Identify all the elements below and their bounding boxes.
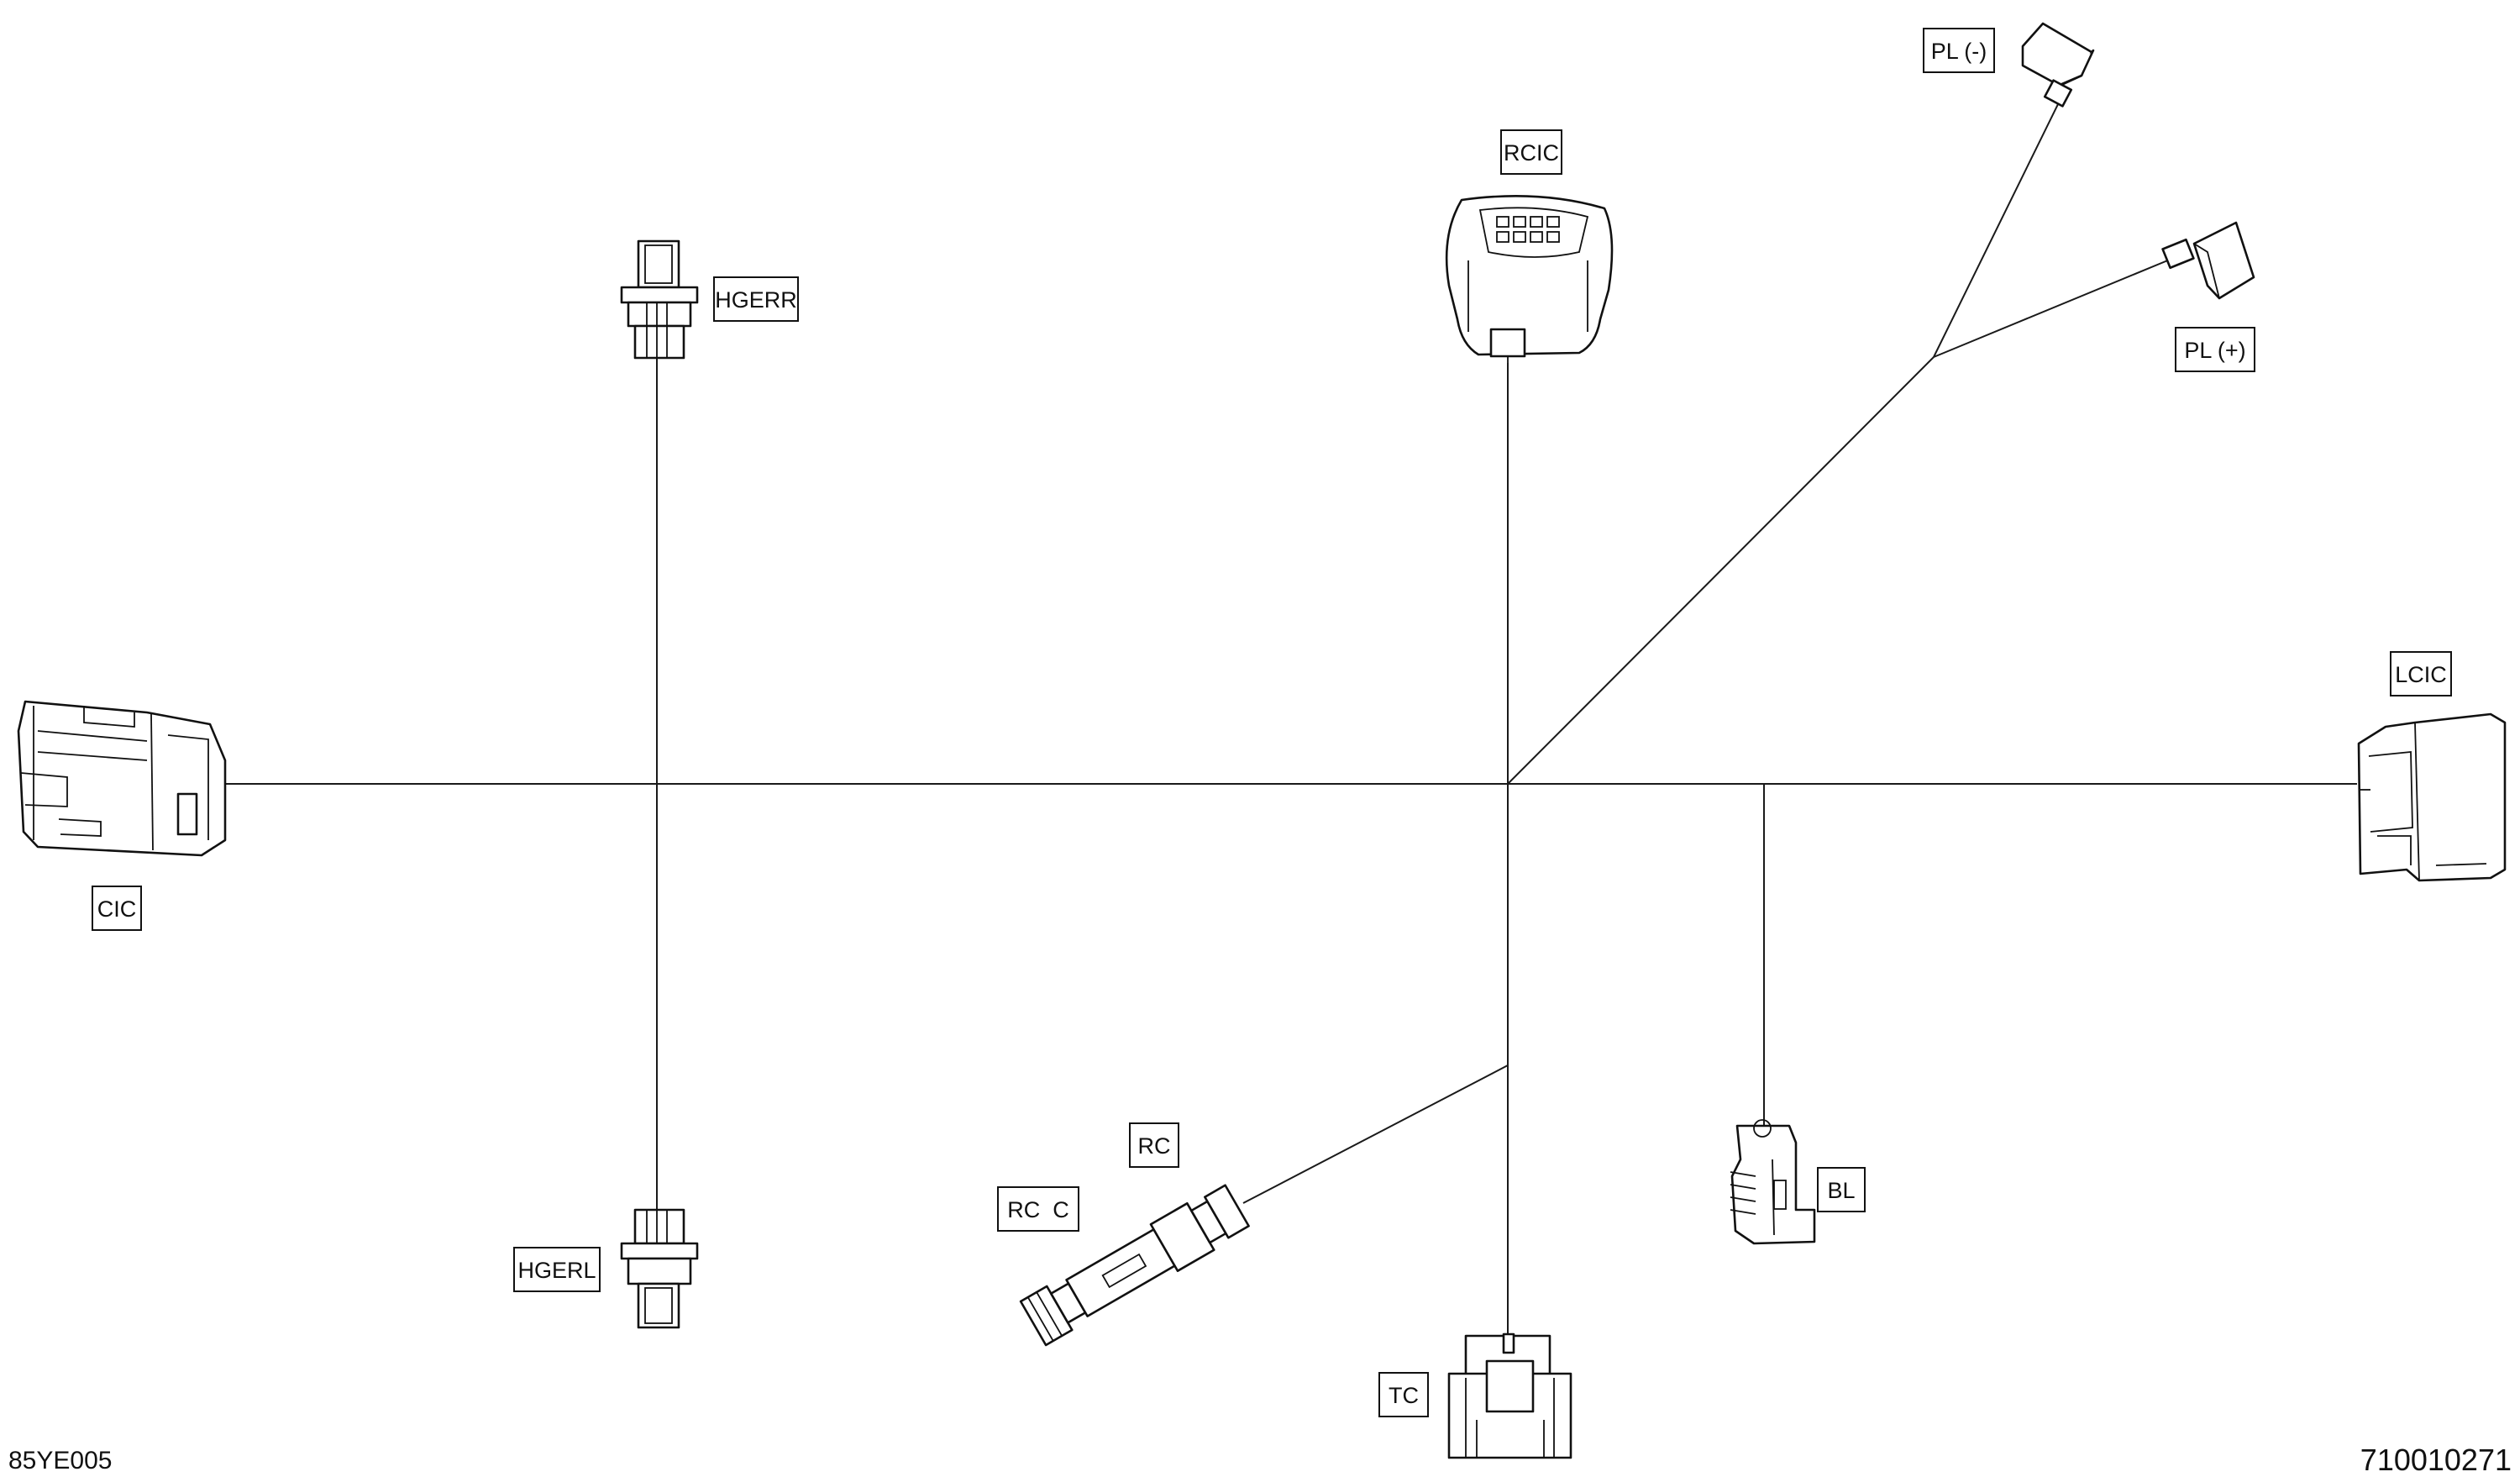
label-rc: RC bbox=[1129, 1122, 1179, 1168]
rcic-connector bbox=[1445, 195, 1614, 363]
pl-trunk-wire bbox=[1507, 356, 1935, 785]
lcic-connector bbox=[2357, 712, 2507, 882]
label-rcic-text: RCIC bbox=[1504, 140, 1559, 166]
harness-wires bbox=[225, 103, 2357, 1336]
pl-plus-connector bbox=[2161, 221, 2255, 300]
label-rcic: RCIC bbox=[1500, 129, 1562, 175]
label-hgerr: HGERR bbox=[713, 276, 799, 322]
label-tc-text: TC bbox=[1389, 1383, 1419, 1408]
label-pl-minus-text: PL (-) bbox=[1931, 39, 1987, 64]
label-lcic-text: LCIC bbox=[2395, 662, 2447, 687]
label-lcic: LCIC bbox=[2390, 651, 2452, 696]
label-rc-c: RC C bbox=[997, 1186, 1079, 1232]
rcic-pin-grid bbox=[1496, 216, 1560, 243]
label-pl-plus-text: PL (+) bbox=[2184, 338, 2245, 363]
label-cic: CIC bbox=[92, 886, 142, 931]
figure-code: 85YE005 bbox=[8, 1447, 112, 1474]
label-rc-text: RC bbox=[1138, 1133, 1171, 1159]
pl-minus-connector bbox=[2021, 22, 2095, 108]
pl-minus-wire bbox=[1933, 103, 2059, 358]
cic-connector bbox=[17, 700, 227, 857]
label-hgerr-text: HGERR bbox=[715, 287, 797, 313]
rc-connector bbox=[1019, 1184, 1250, 1347]
hgerr-connector bbox=[620, 239, 699, 360]
label-hgerl-text: HGERL bbox=[517, 1258, 596, 1283]
label-bl: BL bbox=[1817, 1167, 1866, 1212]
label-rc-c-text: RC C bbox=[1007, 1197, 1069, 1222]
pl-plus-wire bbox=[1933, 259, 2171, 358]
label-tc: TC bbox=[1378, 1372, 1429, 1417]
label-hgerl: HGERL bbox=[513, 1247, 601, 1292]
hgerl-connector bbox=[620, 1208, 699, 1329]
label-cic-text: CIC bbox=[97, 896, 137, 922]
label-bl-text: BL bbox=[1827, 1178, 1855, 1203]
label-pl-plus: PL (+) bbox=[2175, 327, 2255, 372]
label-pl-minus: PL (-) bbox=[1923, 28, 1995, 73]
rc-branch-wire bbox=[1242, 1064, 1509, 1204]
bl-connector bbox=[1730, 1119, 1816, 1245]
part-number: 710010271 bbox=[2360, 1443, 2512, 1477]
tc-connector bbox=[1447, 1332, 1572, 1459]
